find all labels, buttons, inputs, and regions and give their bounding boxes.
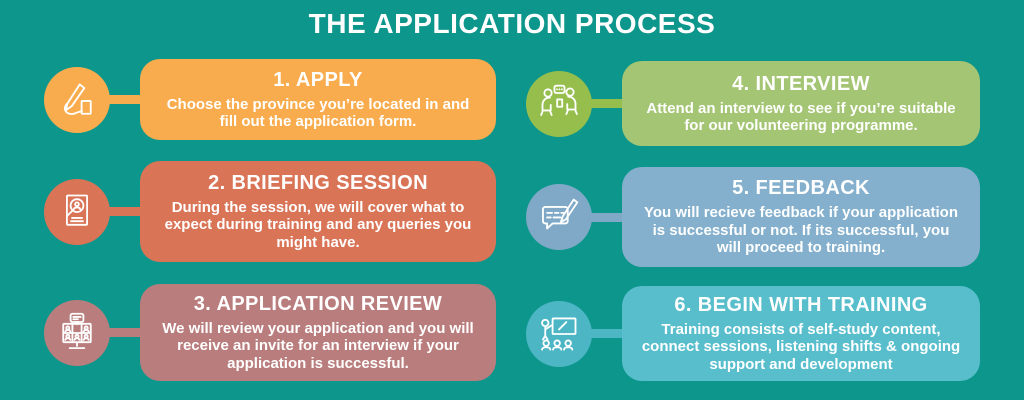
step-2-description: During the session, we will cover what t…	[164, 198, 472, 251]
video-call-review-icon	[62, 312, 92, 349]
step-4-title: 4. INTERVIEW	[732, 72, 870, 95]
step-4-interview: 4. INTERVIEW Attend an interview to see …	[526, 61, 980, 146]
step-6-begin-with-training: 6. BEGIN WITH TRAINING Training consists…	[526, 286, 980, 382]
step-4-card: 4. INTERVIEW Attend an interview to see …	[622, 61, 980, 146]
step-2-briefing-session: 2. BRIEFING SESSION During the session, …	[44, 161, 496, 262]
feedback-pencil-icon	[542, 198, 579, 230]
step-2-card: 2. BRIEFING SESSION During the session, …	[140, 161, 496, 262]
step-6-description: Training consists of self-study content,…	[641, 321, 961, 373]
step-5-description: You will recieve feedback if your applic…	[644, 204, 958, 257]
pen-writing-icon	[63, 83, 92, 115]
step-1-title: 1. APPLY	[273, 68, 363, 91]
step-2-icon-circle	[44, 178, 110, 245]
step-4-connector	[584, 99, 630, 108]
step-3-connector	[102, 328, 148, 337]
step-3-description: We will review your application and you …	[162, 319, 474, 372]
step-5-icon-circle	[526, 184, 592, 250]
step-3-card: 3. APPLICATION REVIEW We will review you…	[140, 284, 496, 381]
step-6-title: 6. BEGIN WITH TRAINING	[674, 294, 928, 316]
step-3-icon-circle	[44, 299, 110, 366]
step-5-card: 5. FEEDBACK You will recieve feedback if…	[622, 167, 980, 267]
step-5-title: 5. FEEDBACK	[732, 177, 870, 200]
step-1-card: 1. APPLY Choose the province you’re loca…	[140, 59, 496, 140]
step-3-application-review: 3. APPLICATION REVIEW We will review you…	[44, 284, 496, 381]
step-6-icon-circle	[526, 300, 592, 367]
training-presenter-icon	[541, 317, 577, 351]
step-6-card: 6. BEGIN WITH TRAINING Training consists…	[622, 286, 980, 382]
step-6-connector	[584, 329, 630, 339]
step-4-description: Attend an interview to see if you’re sui…	[646, 99, 956, 134]
step-1-apply: 1. APPLY Choose the province you’re loca…	[44, 59, 496, 140]
document-magnifier-icon	[66, 194, 88, 226]
page-title: THE APPLICATION PROCESS	[308, 8, 716, 39]
step-3-title: 3. APPLICATION REVIEW	[193, 292, 443, 315]
step-5-connector	[584, 212, 630, 222]
step-4-icon-circle	[526, 70, 592, 137]
step-1-connector	[102, 95, 148, 104]
step-1-description: Choose the province you’re located in an…	[166, 95, 470, 130]
step-5-feedback: 5. FEEDBACK You will recieve feedback if…	[526, 167, 980, 267]
interview-people-icon	[540, 84, 578, 116]
step-1-icon-circle	[44, 66, 110, 133]
step-2-connector	[102, 207, 148, 216]
step-2-title: 2. BRIEFING SESSION	[208, 171, 428, 194]
